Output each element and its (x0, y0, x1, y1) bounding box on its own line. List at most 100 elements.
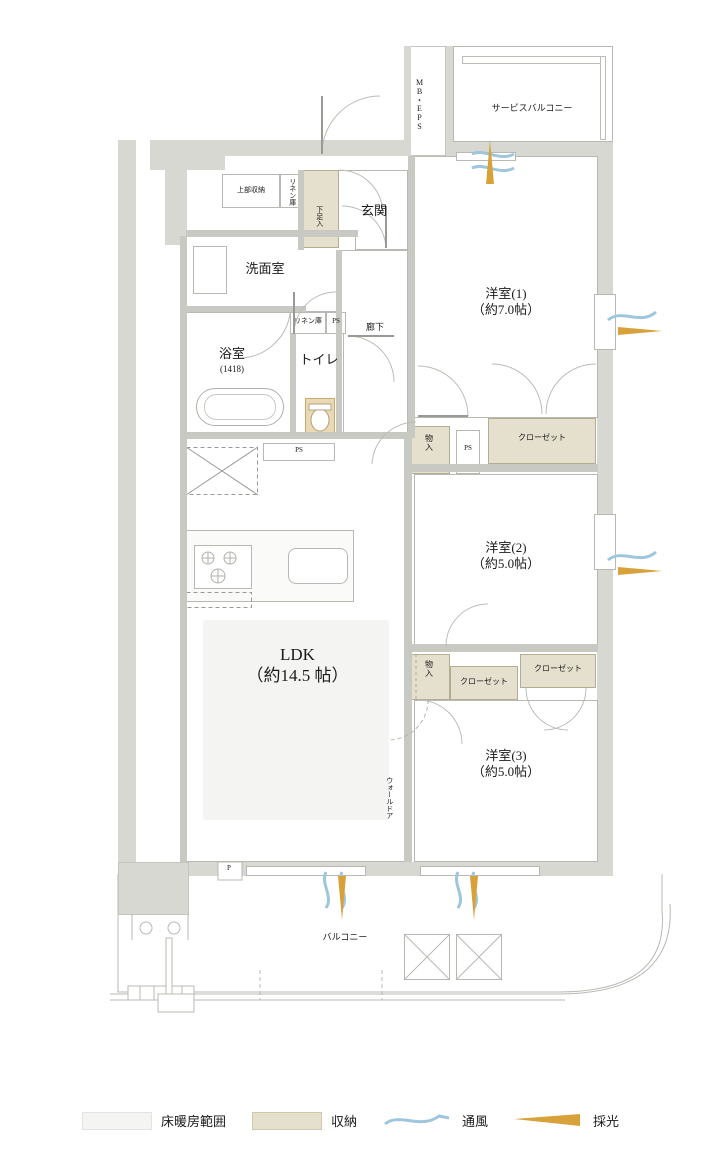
storage-closet-1 (488, 418, 596, 464)
wall-mb-eps-box (410, 46, 446, 156)
door-genkan (321, 95, 381, 155)
legend: 床暖房範囲 収納 通風 採光 (0, 1090, 701, 1151)
partition-genkan-left (298, 170, 304, 250)
wall-top-1 (225, 140, 410, 156)
door-monoire-1 (371, 421, 417, 465)
kitchen-cabinet-dashed (186, 592, 252, 608)
toilet-bowl (308, 403, 332, 432)
porch-area (118, 861, 243, 940)
daylight-arrow-service-balcony (486, 140, 494, 184)
door-washitsu2 (445, 603, 489, 647)
room-label-yokushitsu: 浴室 (218, 346, 245, 361)
label-balcony: バルコニー (322, 932, 368, 942)
label-walk-in-door: ウォールドア (385, 777, 394, 819)
storage-monoire-2 (408, 654, 450, 700)
legend-item-daylight: 採光 (514, 1111, 619, 1130)
storage-swatch-icon (251, 1111, 322, 1130)
wall-left-outer (118, 140, 136, 875)
legend-label-ventilation: 通風 (462, 1114, 489, 1129)
daylight-arrow-washitsu2 (618, 567, 662, 575)
room-washitsu-2 (414, 474, 598, 646)
wall-left-upper (186, 230, 358, 237)
window-washitsu2 (594, 514, 616, 570)
room-label-senmenshitsu: 洗面室 (245, 261, 285, 276)
label-monoire-2: 物 入 (425, 660, 433, 679)
door-genkan-inner (341, 205, 387, 249)
storage-linen-ko-2 (290, 312, 326, 334)
partition-senmen-bottom (186, 306, 306, 312)
room-label-washitsu-3: 洋室(3) （約5.0帖） (471, 748, 541, 780)
door-yokushitsu (237, 313, 291, 359)
room-label-yokushitsu-size: (1418) (220, 364, 244, 374)
ventilation-arrow-washitsu1 (607, 310, 657, 322)
room-washitsu-1 (414, 156, 598, 418)
storage-closet-3 (520, 654, 596, 688)
window-washitsu1 (594, 294, 616, 350)
legend-item-storage: 収納 (251, 1111, 357, 1130)
appliance-dashed-box (185, 446, 259, 496)
wall-left-inner (180, 236, 187, 862)
room-label-toilet: トイレ (299, 352, 339, 367)
legend-label-floor-heating: 床暖房範囲 (160, 1114, 226, 1129)
daylight-swatch-icon (514, 1112, 584, 1130)
label-monoire-1: 物 入 (425, 434, 433, 453)
washbasin (193, 246, 227, 294)
label-closet-2: クローゼット (460, 677, 508, 686)
door-washitsu3 (417, 699, 463, 745)
partition-toilet-left (290, 334, 296, 438)
storage-joubu-shuunou (222, 174, 280, 208)
window-balcony-right (420, 866, 540, 876)
wall-right-outer (597, 140, 613, 875)
partition-ldk-right (404, 438, 412, 862)
ps-box-shower (263, 443, 335, 461)
label-linen-ko-2: リネン庫 (294, 317, 322, 325)
door-closet-1-left (491, 363, 543, 415)
label-joubu-shuunou: 上部収納 (237, 186, 265, 194)
sink (288, 548, 348, 584)
legend-item-ventilation: 通風 (383, 1111, 488, 1130)
room-washitsu-3 (414, 700, 598, 862)
label-closet-3: クローゼット (534, 664, 582, 673)
balcony-drain-boxes (403, 933, 503, 981)
ventilation-swatch-icon (383, 1112, 453, 1130)
label-closet-1: クローゼット (518, 433, 566, 442)
daylight-arrow-balcony-left (338, 876, 346, 920)
ldk-floor-heating (203, 620, 389, 820)
room-label-washitsu-2: 洋室(2) （約5.0帖） (471, 540, 541, 572)
door-closet-1-right (545, 363, 597, 415)
label-porch-p: P (227, 864, 231, 872)
door-closet-3 (525, 687, 587, 731)
floor-plan: LDK （約14.5 帖） 洋室(1) （約7.0帖） 洋室(2) （約5.0帖… (110, 46, 671, 1013)
bathtub-inner (204, 394, 276, 420)
partition-washitsu1-bottom (412, 464, 598, 472)
cooktop-burners (201, 551, 237, 584)
label-mb-eps: MB・EPS (415, 77, 424, 131)
partition-ldk-top (186, 432, 412, 439)
legend-label-daylight: 採光 (593, 1114, 620, 1129)
room-label-ldk: LDK （約14.5 帖） (246, 645, 349, 686)
daylight-arrow-washitsu1 (618, 327, 662, 335)
ventilation-arrow-washitsu2 (607, 550, 657, 562)
door-monoire-2 (415, 654, 417, 700)
label-getabako: 下足入 (315, 205, 324, 227)
label-linen-ko-top: リネン庫 (288, 178, 297, 206)
service-balcony-rail (462, 56, 604, 64)
floor-heating-swatch-icon (81, 1111, 152, 1130)
legend-item-floor-heating: 床暖房範囲 (81, 1111, 226, 1130)
entrance-pipe (157, 937, 195, 1013)
wall-mb-left (404, 46, 411, 156)
label-service-balcony: サービスバルコニー (491, 103, 573, 113)
window-balcony-left (246, 866, 366, 876)
door-rouka (347, 335, 395, 383)
room-label-washitsu-1: 洋室(1) （約7.0帖） (471, 286, 541, 318)
partition-rouka-left (336, 250, 342, 438)
door-senmenshitsu (293, 291, 337, 335)
partition-washitsu1-left (408, 156, 415, 438)
room-label-rouka: 廊下 (365, 322, 384, 332)
balcony-outline (110, 874, 671, 1001)
label-ps-shower: PS (295, 446, 303, 454)
partition-washitsu2-bottom (412, 644, 598, 652)
door-getabako-arc (338, 169, 384, 215)
legend-label-storage: 収納 (330, 1114, 357, 1129)
storage-closet-2 (450, 666, 518, 700)
